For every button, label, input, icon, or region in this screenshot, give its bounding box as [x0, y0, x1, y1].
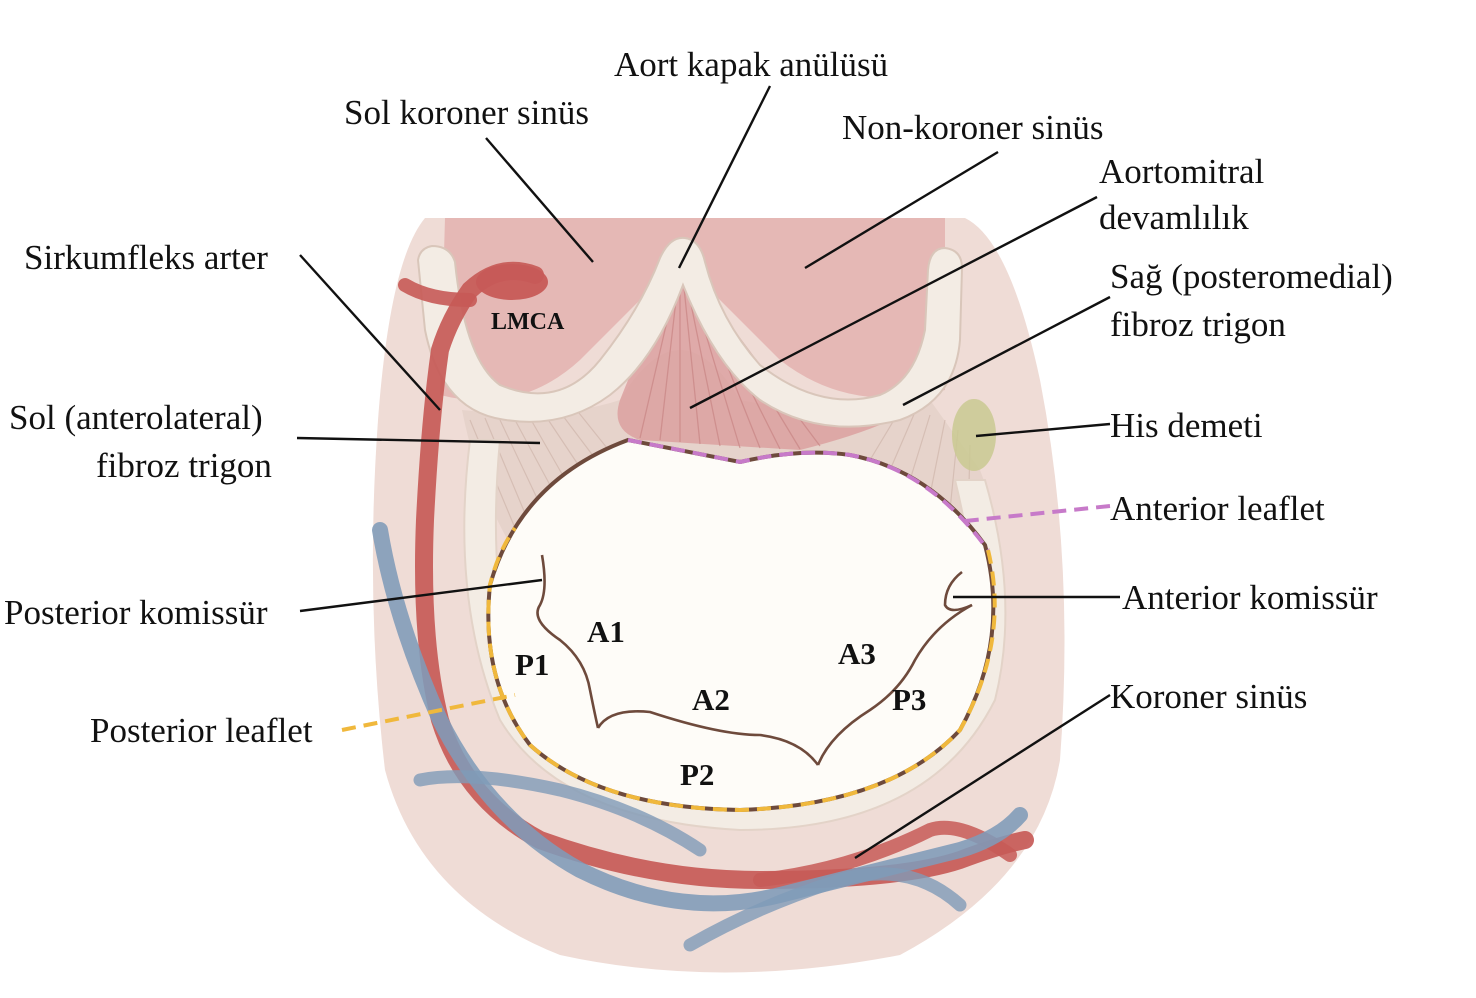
- a3-p3-line: [816, 603, 973, 766]
- label-anterior-leaflet: Anterior leaflet: [1110, 489, 1325, 528]
- leader-posterior-leaflet: [341, 693, 516, 732]
- aortic-root: [440, 218, 945, 401]
- leader-anterior-leaflet: [964, 504, 1111, 523]
- lmca-vessel: [476, 264, 548, 300]
- leader-posterior-komissur: [299, 578, 543, 613]
- label-sag-trigon-line1: Sağ (posteromedial): [1110, 257, 1393, 296]
- anterior-commissure-curve: [943, 570, 973, 612]
- leader-his: [975, 422, 1111, 438]
- label-koroner-sinus: Koroner sinüs: [1110, 677, 1307, 716]
- leader-aort-kapak: [677, 85, 772, 269]
- leader-sol-trigon: [296, 436, 541, 445]
- posterior-leaflet-border: [486, 526, 997, 813]
- segment-p2: P2: [680, 757, 714, 792]
- circumflex-artery-end: [753, 820, 1017, 887]
- leader-sag-trigon: [902, 295, 1111, 407]
- segment-p1: P1: [515, 647, 549, 682]
- leader-aortomitral: [689, 195, 1098, 410]
- coronary-sinus-lower: [683, 867, 967, 952]
- leader-sirkumfleks: [299, 254, 441, 411]
- coronary-sinus-vein: [372, 522, 1028, 912]
- label-posterior-komissur: Posterior komissür: [4, 593, 268, 632]
- label-sirkumfleks-arter: Sirkumfleks arter: [24, 238, 268, 277]
- his-bundle: [952, 399, 996, 471]
- segment-p3: P3: [892, 682, 926, 717]
- label-lmca: LMCA: [491, 309, 565, 335]
- posterior-commissure-curve: [536, 554, 600, 729]
- scallop-lines: [536, 554, 973, 766]
- aortic-annulus: [416, 236, 964, 428]
- anterior-leaflet-border: [627, 438, 990, 552]
- label-sol-trigon-line2: fibroz trigon: [96, 446, 272, 485]
- label-sol-trigon-line1: Sol (anterolateral): [9, 398, 263, 437]
- leader-lines: [296, 85, 1120, 860]
- label-aortomitral-line1: Aortomitral: [1099, 152, 1265, 191]
- circumflex-artery-branch: [398, 278, 477, 307]
- label-sol-koroner-sinus: Sol koroner sinüs: [344, 93, 589, 132]
- segment-a1: A1: [587, 614, 625, 649]
- coronary-sinus-branch: [413, 770, 707, 857]
- label-his-demeti: His demeti: [1110, 406, 1263, 445]
- segment-a2: A2: [692, 682, 730, 717]
- label-posterior-leaflet: Posterior leaflet: [90, 711, 313, 750]
- label-aortomitral-line2: devamlılık: [1099, 198, 1249, 237]
- label-aort-kapak-anulusu: Aort kapak anülüsü: [614, 45, 888, 84]
- label-sag-trigon-line2: fibroz trigon: [1110, 305, 1286, 344]
- mitral-valve-orifice: [486, 437, 996, 813]
- a2-p2-line: [596, 710, 820, 766]
- leader-sol-koroner-sinus: [485, 137, 594, 263]
- segment-a3: A3: [838, 636, 876, 671]
- leader-non-koroner-sinus: [804, 150, 999, 270]
- leader-koroner-sinus: [854, 693, 1111, 860]
- label-anterior-komissur: Anterior komissür: [1122, 578, 1378, 617]
- label-non-koroner-sinus: Non-koroner sinüs: [842, 108, 1104, 147]
